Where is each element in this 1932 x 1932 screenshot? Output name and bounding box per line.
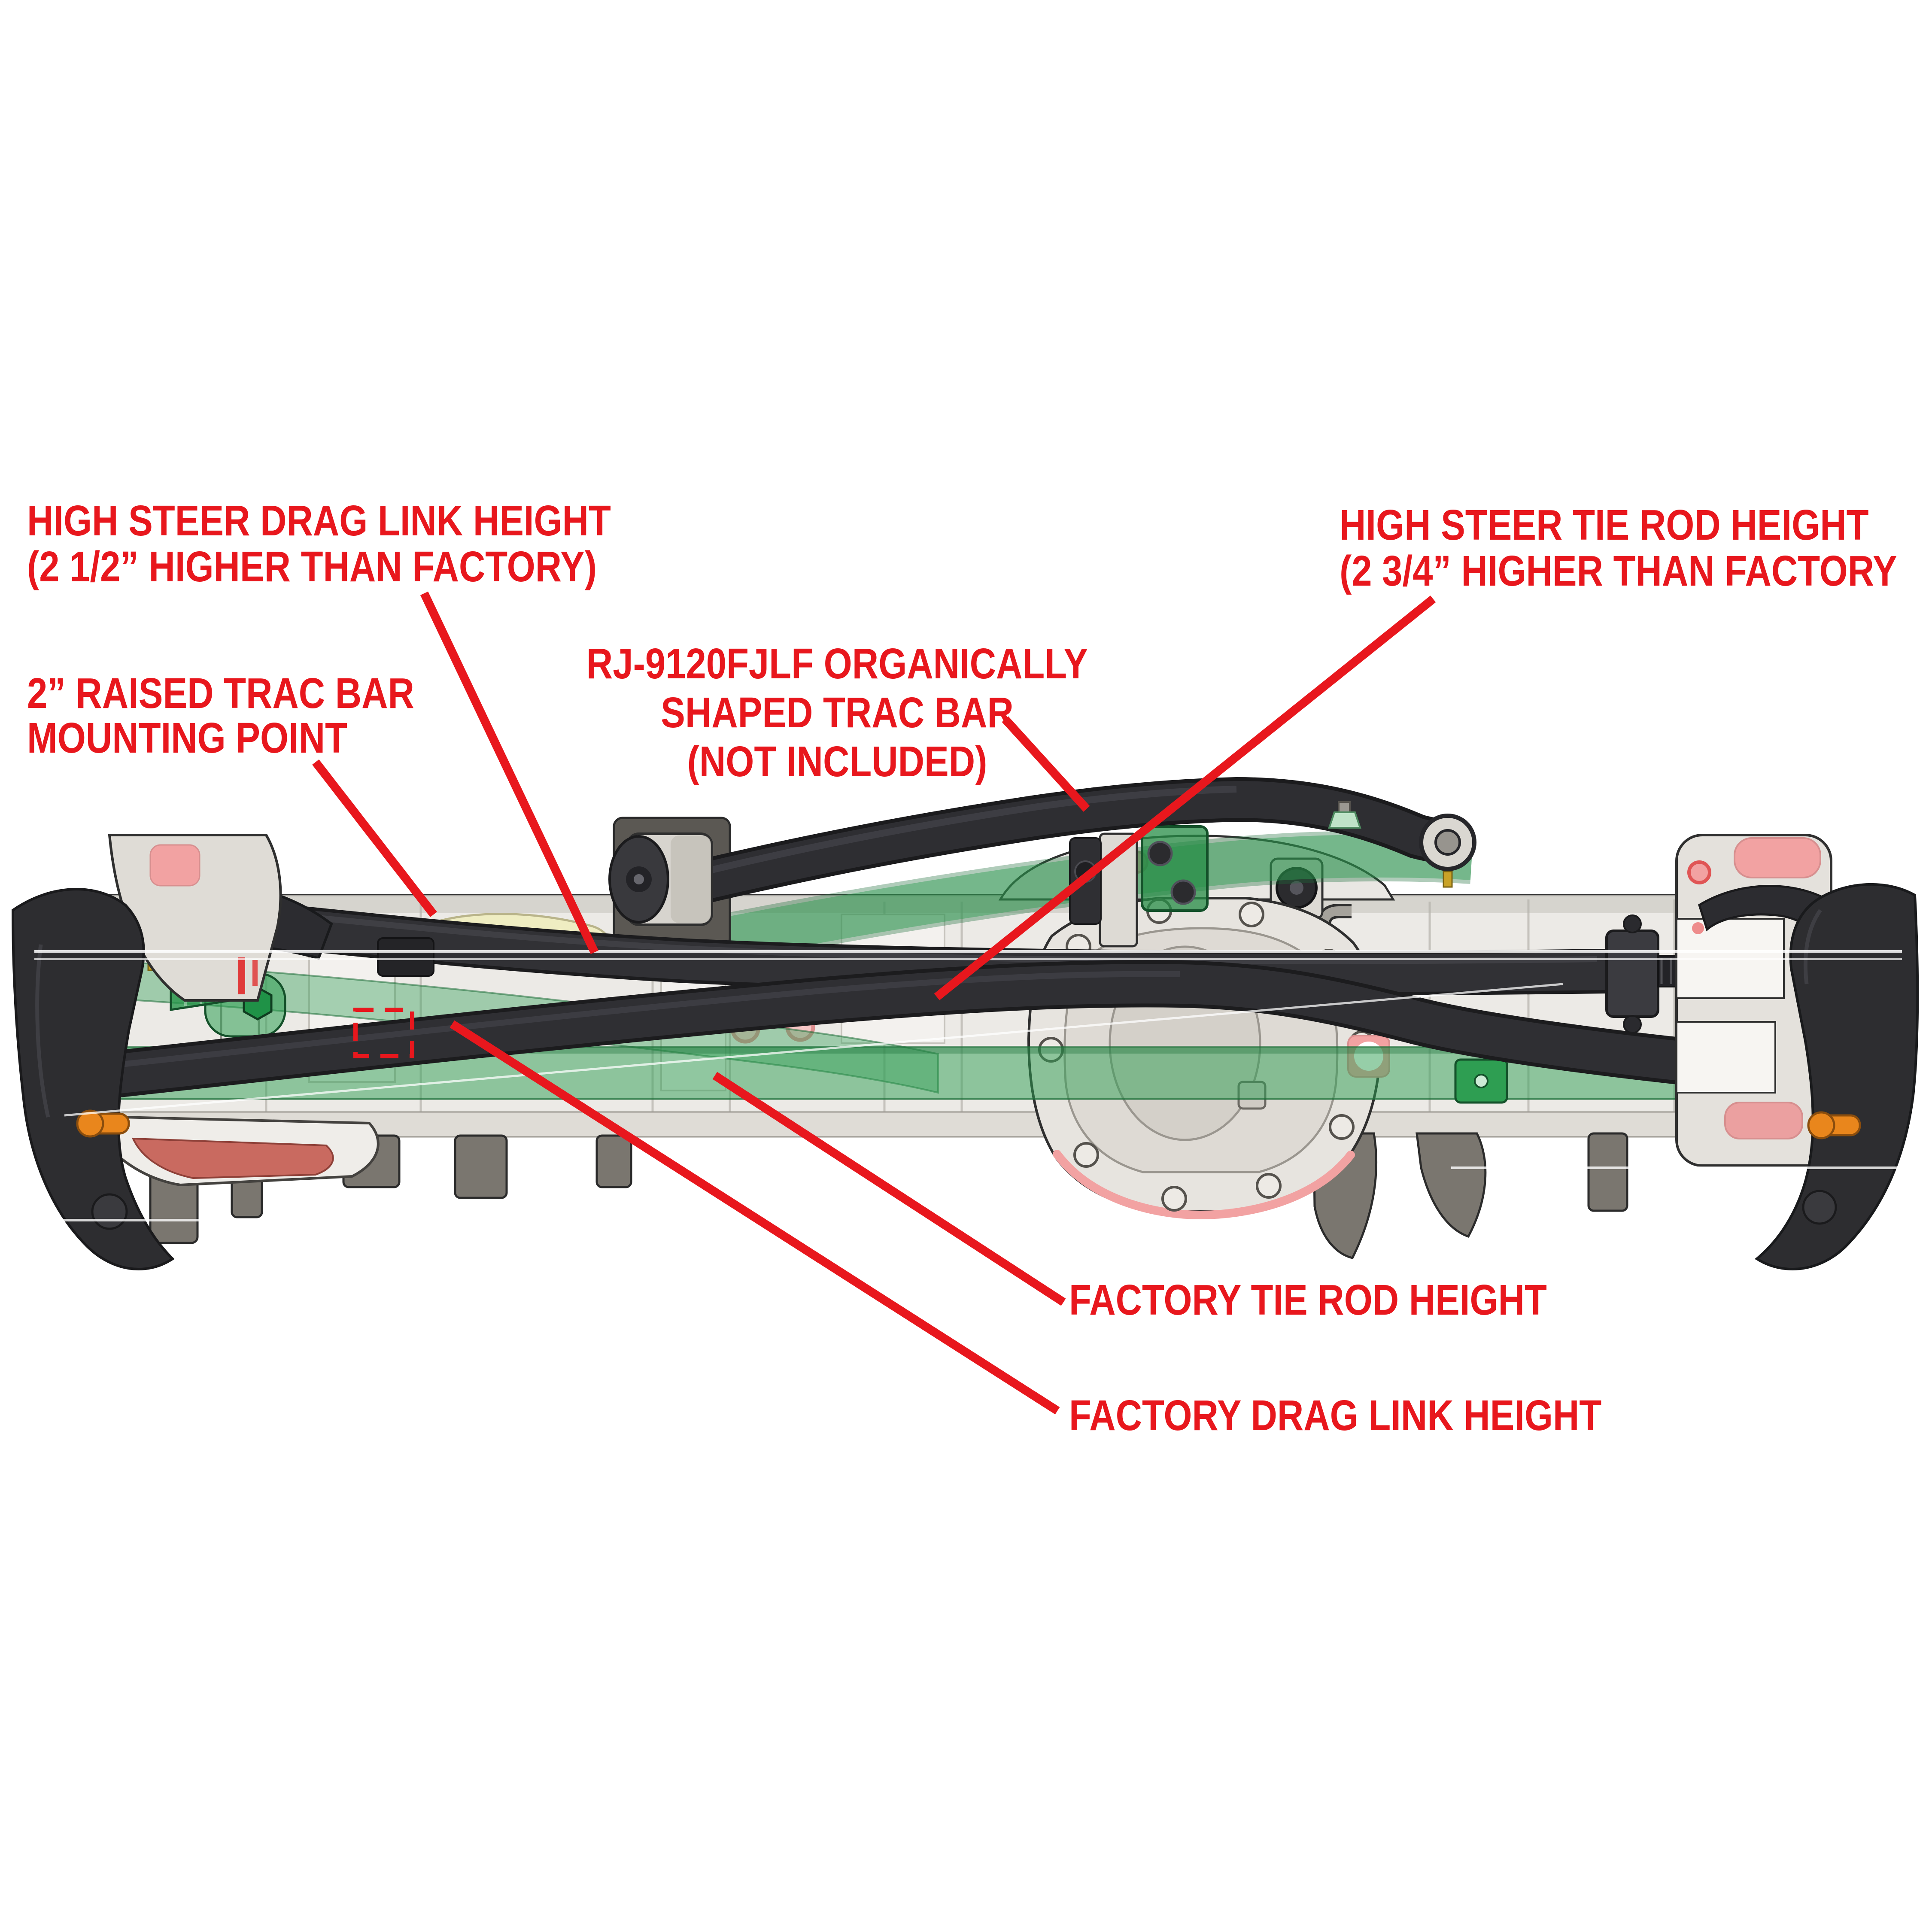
trac-bar-axle-eye-ball (1434, 829, 1461, 856)
axle-illustration (11, 777, 1919, 1270)
clamp-bolt (1623, 914, 1642, 933)
clamp-nut (1170, 879, 1196, 905)
label-trac-bar-1: RJ-9120FJLF ORGANICALLY (586, 639, 1088, 687)
highlight-lines (26, 950, 1919, 1221)
trac-bar-mount-marker (353, 1008, 414, 1058)
left-caliper-pad-salmon (149, 844, 200, 887)
orange-bolt-right-head (1807, 1111, 1835, 1139)
trac-bar-body (664, 781, 1450, 908)
diff-cover-bolt (1161, 1186, 1187, 1212)
diff-gasket-salmon (1053, 1150, 1355, 1220)
label-trac-bar-2: SHAPED TRAC BAR (661, 688, 1014, 736)
left-knuckle-body (11, 888, 175, 1270)
label-raised-trac-bar-1: 2” RAISED TRAC BAR (27, 669, 414, 717)
lower-bracket (454, 1134, 508, 1199)
trac-bar (608, 777, 1476, 948)
orange-bolt-left-head (76, 1109, 104, 1138)
left-lower-bracket-red (131, 1137, 334, 1179)
knuckle-boss (91, 1193, 128, 1230)
label-factory-drag-link: FACTORY DRAG LINK HEIGHT (1069, 1391, 1601, 1439)
diff-cover-bolt (1256, 1173, 1282, 1199)
leader-trac-bar (1002, 716, 1090, 812)
label-high-steer-drag-link-1: HIGH STEER DRAG LINK HEIGHT (27, 496, 611, 544)
grease-fitting (1443, 871, 1453, 888)
drag-link-bar (152, 895, 1608, 992)
label-trac-bar-3: (NOT INCLUDED) (687, 737, 987, 785)
salmon-dot (1692, 922, 1704, 934)
knuckle-highlight (1803, 909, 1822, 984)
clamp-nut (1147, 841, 1173, 866)
diff-cover-bolt (1329, 1114, 1355, 1140)
leader-high-steer-drag-link (420, 591, 599, 954)
knuckle-boss (1802, 1190, 1837, 1225)
trac-bar-highlight (686, 786, 1237, 879)
trac-bar-bushing-bolt (634, 874, 644, 884)
right-caliper-pad-salmon (1734, 837, 1821, 878)
leader-high-steer-tie-rod (934, 595, 1436, 1000)
ghost-green-bolt (1474, 1074, 1488, 1088)
trac-bar-frame-mount-shade (671, 835, 711, 923)
leader-factory-tie-rod (712, 1072, 1066, 1306)
leader-factory-drag-link (450, 1020, 1060, 1415)
lower-bracket (1416, 1132, 1487, 1238)
diff-cover-bolt (1073, 1142, 1099, 1168)
drag-link-sleeve (377, 937, 434, 977)
salmon-ring (1687, 860, 1711, 884)
callout-labels: HIGH STEER DRAG LINK HEIGHT (2 1/2” HIGH… (27, 496, 1897, 1439)
red-accent (252, 960, 258, 986)
tie-rod-highlight (85, 971, 1180, 1071)
label-high-steer-tie-rod-1: HIGH STEER TIE ROD HEIGHT (1340, 501, 1869, 549)
knuckle-highlight (35, 944, 50, 1118)
trac-bar-stud-boot (1328, 811, 1361, 829)
right-casting-notch (1676, 1021, 1776, 1094)
diff-cover-bolt (1239, 902, 1264, 927)
drag-link-clamp (1605, 930, 1659, 1018)
lower-bracket (1587, 1132, 1628, 1212)
right-knuckle-body (1754, 883, 1919, 1270)
label-factory-tie-rod: FACTORY TIE ROD HEIGHT (1069, 1276, 1547, 1324)
clamp-bolt (1623, 1015, 1642, 1034)
leader-lines (312, 591, 1436, 1415)
lower-bracket (595, 1134, 632, 1188)
right-pad-salmon (1724, 1102, 1803, 1139)
label-raised-trac-bar-2: MOUNTING POINT (27, 714, 347, 762)
red-accent (238, 957, 245, 994)
trac-bar-bushing-core (1290, 881, 1303, 895)
highlight-line-diagonal (64, 983, 1563, 1117)
label-high-steer-tie-rod-2: (2 3/4” HIGHER THAN FACTORY (1340, 547, 1897, 595)
axle-housing-top-shade (64, 895, 1868, 913)
leader-raised-trac-bar-mount (312, 759, 437, 917)
right-steering-knuckle (1675, 834, 1919, 1270)
label-high-steer-drag-link-2: (2 1/2” HIGHER THAN FACTORY) (27, 542, 597, 590)
